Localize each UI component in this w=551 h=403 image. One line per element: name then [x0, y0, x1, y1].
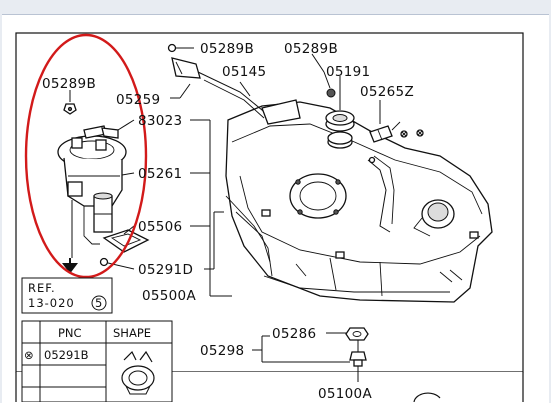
hose-05265z [369, 121, 424, 143]
label-05500a: 05500A [142, 288, 196, 304]
label-05145: 05145 [222, 64, 266, 80]
label-05259: 05259 [116, 92, 160, 108]
table-header-pnc: PNC [58, 326, 82, 340]
highlight-circle [24, 33, 148, 279]
label-05191: 05191 [326, 64, 370, 80]
pnc-shape-table: PNC SHAPE ⊗ 05291B [21, 320, 173, 402]
nut-05286 [345, 327, 369, 341]
clamp-shape-icon [121, 350, 155, 395]
label-05298: 05298 [200, 343, 244, 359]
ref-label: REF. [28, 281, 56, 295]
label-05289b-top-right: 05289B [284, 41, 338, 57]
fuel-tank [225, 101, 493, 303]
label-05506: 05506 [138, 219, 182, 235]
table-row-marker: ⊗ [24, 348, 34, 362]
arrow-down-icon [62, 258, 78, 274]
label-05286: 05286 [272, 326, 316, 342]
fuel-pump-assembly [57, 103, 150, 267]
ref-circled-number: 5 [95, 296, 103, 310]
filler-cap-05191 [325, 88, 355, 132]
leader-lines [69, 47, 381, 382]
label-05289b-top: 05289B [200, 41, 254, 57]
partial-circle-callout [413, 392, 441, 402]
ref-number: 13-020 [28, 296, 75, 310]
reference-box: REF. 13-020 5 [21, 277, 113, 314]
table-header-shape: SHAPE [113, 326, 151, 340]
bolt-05100a [349, 351, 367, 367]
label-05289b-left: 05289B [42, 76, 96, 92]
label-83023: 83023 [138, 113, 182, 129]
label-05291d: 05291D [138, 262, 193, 278]
label-05100a: 05100A [318, 386, 372, 402]
float-arm-05145 [167, 43, 301, 125]
table-row-pnc: 05291B [44, 348, 89, 362]
label-05265z: 05265Z [360, 84, 414, 100]
label-05261: 05261 [138, 166, 182, 182]
part-labels: 05289B 05289B 05145 05191 05265Z 05289B … [42, 41, 414, 402]
